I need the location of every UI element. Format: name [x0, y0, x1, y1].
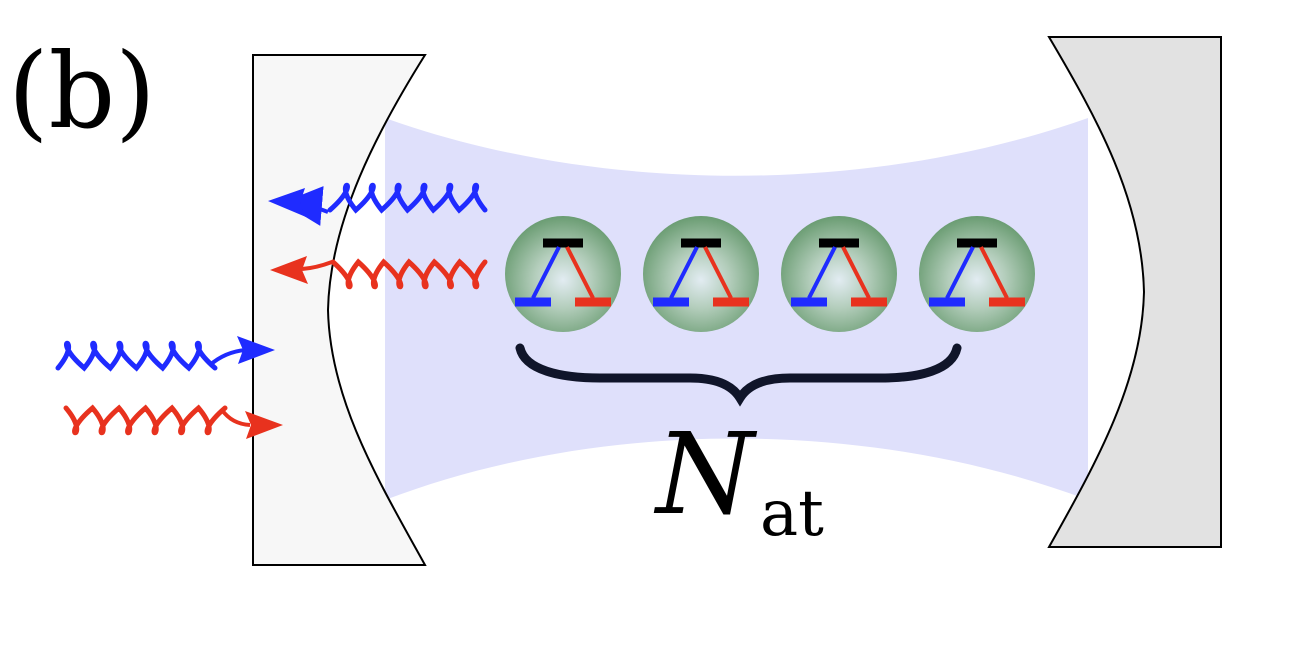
photon-arrowhead [245, 411, 283, 439]
atom-icon [781, 216, 897, 332]
atom-sphere [505, 216, 621, 332]
brace-icon [515, 343, 962, 407]
red-transition [979, 246, 1009, 299]
right-mirror-icon [1047, 36, 1222, 548]
blue-transition [669, 246, 699, 299]
atom-number-subscript: at [760, 477, 824, 551]
atom-icon [643, 216, 759, 332]
atom-number-symbol: N [653, 410, 758, 540]
atom-sphere [919, 216, 1035, 332]
red-transition [703, 246, 733, 299]
blue-transition [807, 246, 837, 299]
atom-number-label: Nat [653, 410, 824, 551]
photon-arrowhead [237, 336, 275, 364]
photon-icon [330, 258, 488, 290]
blue-transition [531, 246, 561, 299]
photon-arrowhead [268, 188, 306, 217]
outgoing-blue-photon [268, 182, 488, 226]
photon-icon [63, 404, 228, 436]
outgoing-red-photon [270, 256, 488, 290]
photon-arrow [220, 408, 251, 427]
atom-icon [505, 216, 621, 332]
atom-icon [919, 216, 1035, 332]
left-mirror-icon [252, 54, 427, 566]
red-transition [565, 246, 595, 299]
photon-arrowhead [270, 256, 308, 284]
photon-arrow [301, 260, 333, 271]
atom-sphere [781, 216, 897, 332]
photon-arrow [208, 348, 246, 367]
blue-transition [945, 246, 975, 299]
photon-icon [55, 340, 218, 372]
atom-sphere [643, 216, 759, 332]
photon-icon [327, 182, 488, 214]
red-transition [841, 246, 871, 299]
panel-label: (b) [8, 30, 156, 152]
incoming-blue-photon [55, 336, 275, 372]
incoming-red-photon [63, 404, 283, 439]
atom-row [505, 216, 1035, 332]
